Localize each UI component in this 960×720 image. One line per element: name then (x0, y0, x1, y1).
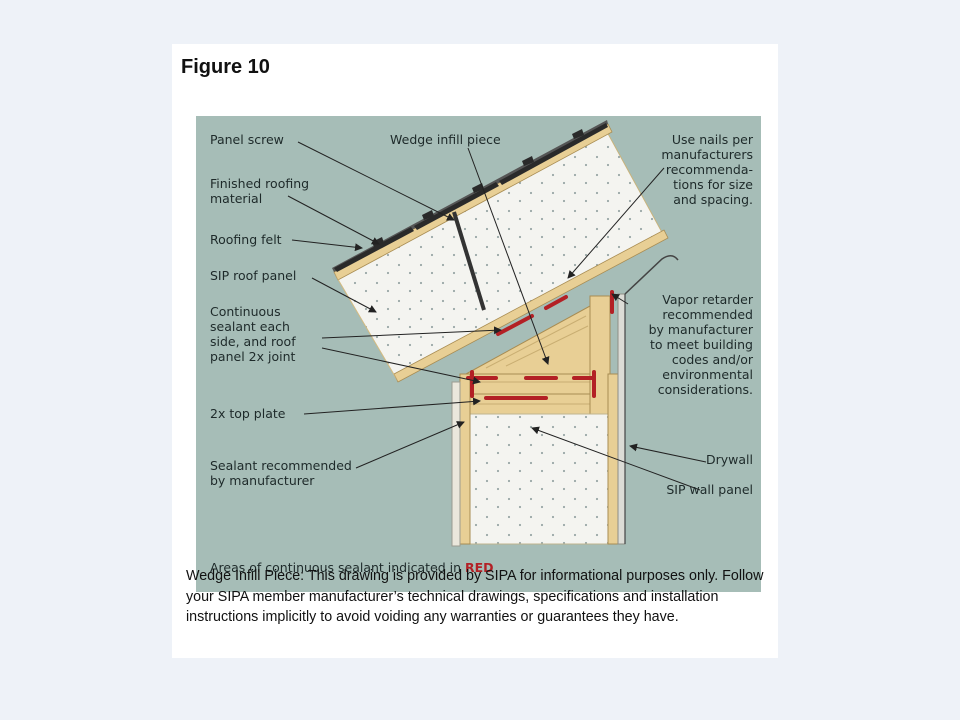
label-sealant-recommended: Sealant recommended by manufacturer (210, 458, 352, 488)
label-drywall: Drywall (706, 452, 753, 467)
label-wedge-infill: Wedge infill piece (390, 132, 501, 147)
diagram-drawing (287, 120, 707, 547)
wall-panel-left-skin (459, 373, 471, 545)
panel-screw (452, 211, 486, 311)
label-vapor-retarder: Vapor retarder recommended by manufactur… (648, 292, 753, 397)
figure-card: Figure 10 (172, 44, 778, 658)
label-panel-screw: Panel screw (210, 132, 284, 147)
label-roofing-felt: Roofing felt (210, 232, 282, 247)
figure-title: Figure 10 (181, 56, 270, 78)
vapor-retarder (624, 255, 679, 295)
label-sip-wall-panel: SIP wall panel (666, 482, 753, 497)
label-top-plate: 2x top plate (210, 406, 286, 421)
legend-highlight: RED (465, 560, 494, 575)
wall-panel-foam (469, 413, 609, 545)
roof-panel-end (334, 272, 398, 382)
exterior-siding (451, 381, 461, 547)
legend-prefix: Areas of continuous sealant indicated in (210, 560, 465, 575)
leader-lines (287, 141, 707, 491)
figure-caption: Wedge Infill Piece: This drawing is prov… (186, 568, 764, 625)
sealant-legend: Areas of continuous sealant indicated in… (210, 560, 494, 575)
label-finished-roofing: Finished roofing material (210, 176, 310, 206)
label-sip-roof-panel: SIP roof panel (210, 268, 297, 283)
label-continuous-sealant: Continuous sealant each side, and roof p… (210, 304, 296, 364)
sip-roof-wall-diagram: Panel screw Finished roofing material Ro… (196, 116, 761, 592)
drywall (617, 293, 626, 545)
label-use-nails: Use nails per manufacturers recommenda- … (661, 132, 753, 207)
